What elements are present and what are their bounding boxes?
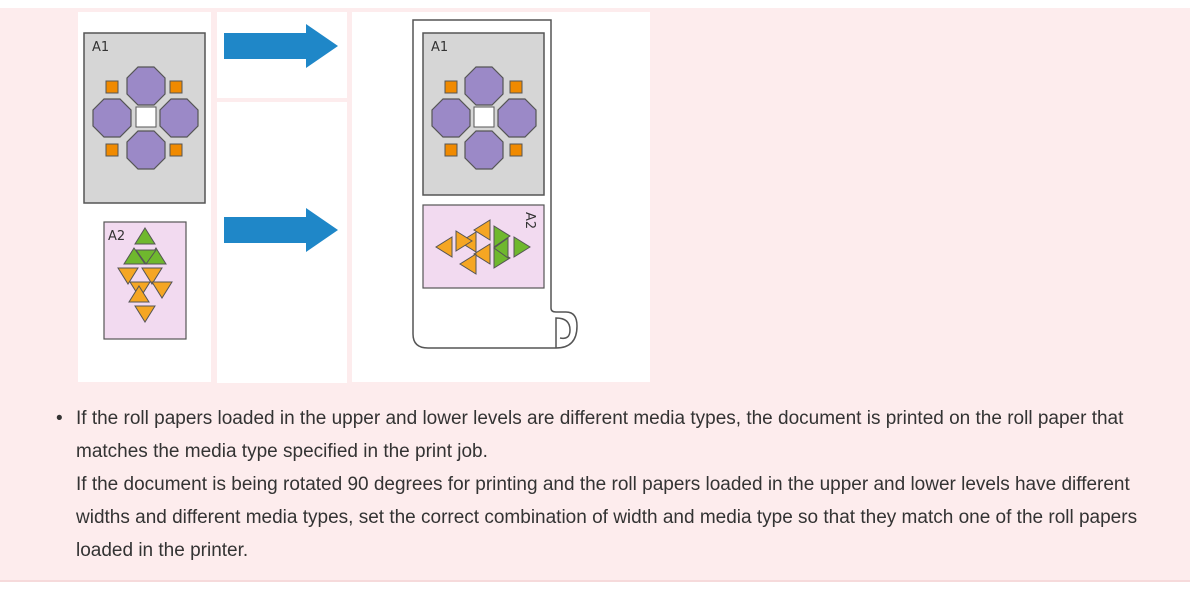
roll-a1-sheet: A1 [422,32,545,196]
roll-curl [555,317,571,348]
roll-a2-label: A2 [522,212,537,229]
roll-a2-sheet: A2 [422,204,545,289]
note-list: • If the roll papers loaded in the upper… [48,402,1178,567]
divider [0,580,1190,582]
bullet-icon: • [56,408,63,429]
note-paragraph-media-type: If the roll papers loaded in the upper a… [76,408,1124,462]
note-paragraph-rotation: If the document is being rotated 90 degr… [76,474,1138,561]
a2-graphic [117,227,173,323]
arrow-right-icon [224,24,338,68]
a2-sheet-label: A2 [108,229,125,244]
a1-graphic [92,66,199,170]
a1-sheet-label: A1 [92,40,109,55]
note-list-item: • If the roll papers loaded in the upper… [48,402,1178,567]
arrow-right-icon [224,208,338,252]
roll-a1-label: A1 [431,40,448,55]
